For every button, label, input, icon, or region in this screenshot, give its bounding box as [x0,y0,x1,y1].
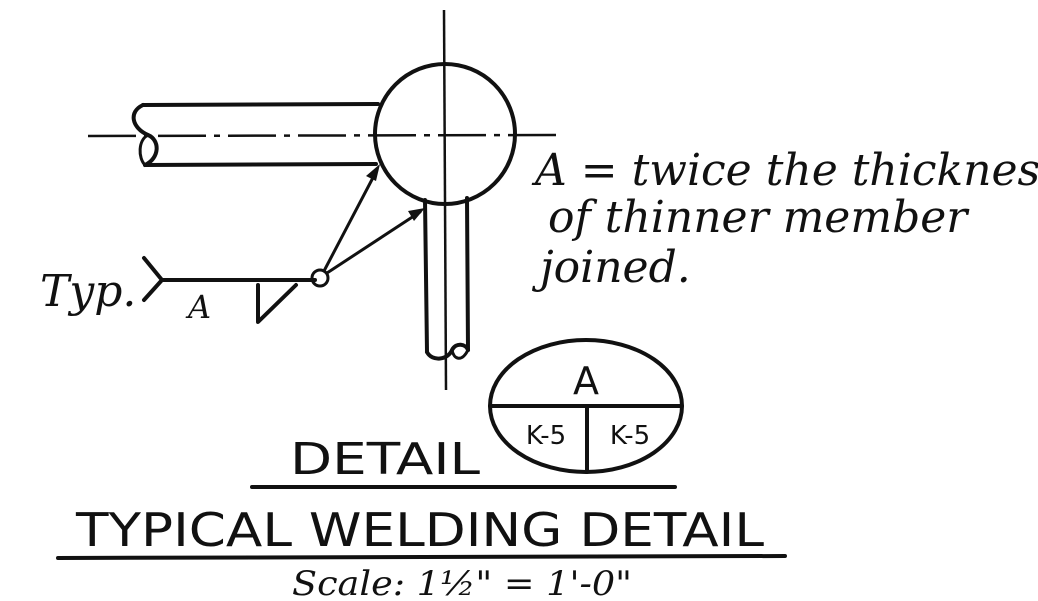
vertical-center-line [442,9,448,391]
arrow-head-1 [366,164,380,181]
dimension-note: A = twice the thicknes of thinner member… [531,145,1038,293]
detail-title: DETAIL [290,434,481,485]
arrow-leader-2 [325,210,422,275]
fillet-weld-triangle [256,283,298,324]
weld-all-around-circle [310,268,330,288]
arrow-head-2 [408,208,425,221]
note-line-1: A = twice the thicknes [531,145,1038,196]
note-line-2: of thinner member [548,192,970,243]
detail-sheet-right: K-5 [610,421,650,451]
vertical-pipe [423,196,470,361]
horizontal-pipe [131,102,380,167]
scale-note: Scale: 1½" = 1'-0" [292,564,632,601]
weld-tail-label: Typ. [40,266,136,317]
weld-symbol: Typ. A [40,164,425,326]
weld-size-label: A [185,288,211,326]
detail-sheet-left: K-5 [526,421,566,451]
joint-circle [373,62,517,206]
weld-tail [142,256,164,302]
note-line-3: joined. [531,242,691,293]
detail-bubble: A K-5 K-5 [488,338,684,474]
detail-letter: A [573,359,599,403]
arrow-leader-1 [322,168,379,273]
main-title-underline [56,554,787,560]
horizontal-center-line [87,133,561,138]
main-title: TYPICAL WELDING DETAIL [75,503,765,557]
